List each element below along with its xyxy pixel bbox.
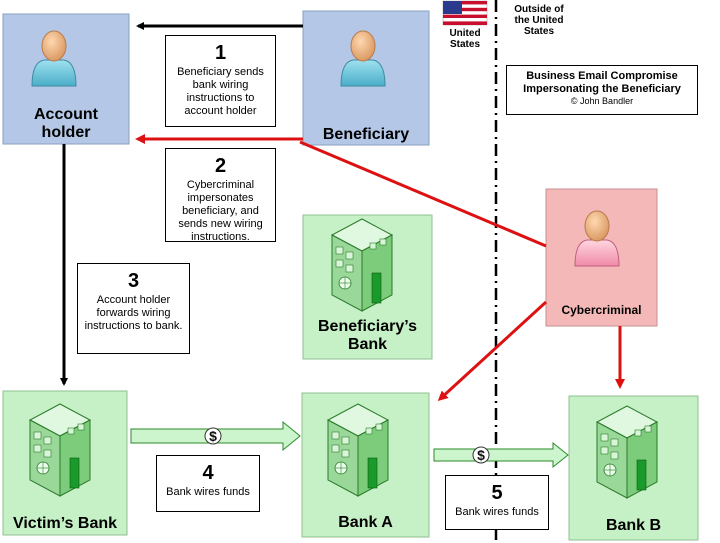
- step-3-number: 3: [127, 270, 140, 292]
- diagram-title-line2: Impersonating the Beneficiary: [523, 83, 681, 95]
- step-5-text: Bank wires funds: [455, 506, 539, 518]
- step-5-box: 5 Bank wires funds: [445, 475, 549, 530]
- step-2-text: Cybercriminal impersonates beneficiary, …: [178, 179, 263, 243]
- dollar-icon: [472, 446, 490, 464]
- diagram-credit: © John Bandler: [570, 96, 634, 106]
- step-4-number: 4: [202, 462, 214, 484]
- dollar-icon: [204, 427, 222, 445]
- step-4-text: Bank wires funds: [166, 486, 250, 498]
- transfer-arrow-bank-a-to-bank-b: [433, 441, 569, 469]
- bank-a-label: Bank A: [338, 514, 393, 531]
- line-cybercriminal-to-beneficiary: [299, 140, 547, 248]
- us-flag-icon: [442, 0, 488, 26]
- step-3-text: Account holder forwards wiring instructi…: [84, 294, 183, 332]
- us-region-label: United States: [449, 28, 481, 50]
- outside-region-label: Outside of the United States: [514, 4, 564, 37]
- cybercriminal-label: Cybercriminal: [561, 303, 642, 317]
- beneficiary-label: Beneficiary: [322, 126, 410, 143]
- arrow-cybercriminal-to-bank-a: [437, 300, 548, 402]
- bank-b-building-icon: [596, 405, 658, 499]
- victims-bank-label: Victim’s Bank: [12, 515, 118, 532]
- step-3-box: 3 Account holder forwards wiring instruc…: [77, 263, 190, 354]
- step-1-number: 1: [214, 42, 227, 64]
- beneficiarys-bank-label: Beneficiary’s Bank: [317, 318, 417, 353]
- victims-bank-building-icon: [29, 403, 91, 497]
- step-2-number: 2: [214, 155, 227, 177]
- diagram-title-box: Business Email Compromise Impersonating …: [506, 65, 698, 115]
- step-1-text: Beneficiary sends bank wiring instructio…: [177, 66, 264, 117]
- beneficiarys-bank-building-icon: [331, 218, 393, 312]
- bank-b-label: Bank B: [605, 517, 662, 534]
- step-1-box: 1 Beneficiary sends bank wiring instruct…: [165, 35, 276, 127]
- step-4-box: 4 Bank wires funds: [156, 455, 260, 512]
- step-2-box: 2 Cybercriminal impersonates beneficiary…: [165, 148, 276, 243]
- account-holder-label: Account holder: [34, 106, 98, 141]
- diagram-title-line1: Business Email Compromise: [526, 70, 678, 82]
- step-5-number: 5: [491, 482, 503, 504]
- bank-a-building-icon: [327, 403, 389, 497]
